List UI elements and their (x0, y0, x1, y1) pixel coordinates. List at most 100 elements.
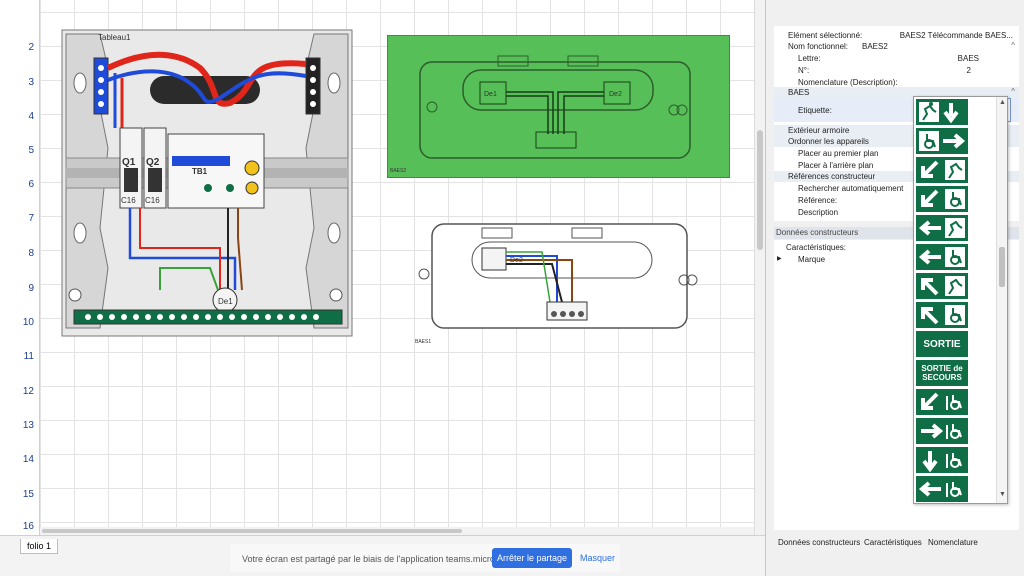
stop-sharing-button[interactable]: Arrêter le partage (492, 548, 572, 568)
collapse-icon[interactable]: ^ (1011, 41, 1015, 50)
prop-section-label: Ordonner les appareils (788, 137, 869, 146)
pictogram-downleft-wheelchair-2[interactable] (916, 389, 968, 415)
prop-key: Référence: (798, 196, 838, 205)
pictogram-text: SORTIE (923, 338, 961, 350)
prop-key: N°: (798, 66, 810, 75)
baes1-label: BAES1 (415, 339, 432, 345)
ruler-label: 14 (22, 454, 34, 465)
prop-key: Marque (798, 255, 826, 264)
prop-key: Rechercher automatiquement (798, 184, 904, 193)
ruler-label: 11 (23, 351, 34, 362)
prop-row-reference[interactable]: Référence: (774, 195, 1019, 206)
ruler-label: 2 (28, 42, 34, 53)
pictogram-wheelchair-right[interactable] (916, 128, 968, 154)
prop-key: Lettre: (798, 54, 821, 63)
prop-key: Nomenclature (Description): (798, 78, 898, 87)
panel-tabs: Données constructeurs Caractéristiques N… (772, 538, 1022, 552)
prop-row-arriere-plan[interactable]: Placer à l'arrière plan (774, 160, 1019, 171)
prop-key: Placer au premier plan (798, 149, 879, 158)
pictogram-upleft-wheelchair[interactable] (916, 302, 968, 328)
prop-value: BAES (957, 54, 979, 63)
baes2-label: BAES2 (390, 168, 407, 174)
pictogram-sortie[interactable]: SORTIE (916, 331, 968, 357)
prop-section-references[interactable]: Références constructeur (774, 171, 1019, 182)
prop-section-ordonner[interactable]: Ordonner les appareils (774, 136, 1019, 147)
q2-label: Q2 (146, 157, 160, 168)
ruler-label: 6 (28, 179, 34, 190)
pictogram-left-wheelchair-2[interactable] (916, 476, 968, 502)
canvas-vertical-scrollbar[interactable] (754, 0, 765, 535)
prop-key: Etiquette: (798, 106, 832, 115)
prop-section-label: Extérieur armoire (788, 126, 850, 135)
folio-tab[interactable]: folio 1 (20, 539, 59, 554)
prop-section-baes[interactable]: BAES ^ (774, 87, 1019, 98)
prop-key: Caractéristiques: (786, 243, 847, 252)
scroll-thumb[interactable] (42, 529, 462, 533)
constr-row-caracteristiques[interactable]: Caractéristiques: (774, 242, 1019, 253)
scroll-down-icon[interactable]: ▼ (999, 491, 1006, 498)
dropdown-scrollbar[interactable]: ▲ ▼ (996, 97, 1007, 503)
prop-row-number[interactable]: N°: 2 (774, 65, 1019, 76)
ruler-label: 3 (28, 77, 34, 88)
prop-row-nomenclature[interactable]: Nomenclature (Description): (774, 77, 1019, 88)
tab-nomenclature[interactable]: Nomenclature (928, 538, 978, 547)
prop-row-premier-plan[interactable]: Placer au premier plan (774, 148, 1019, 159)
tableau-label: Tableau1 (98, 33, 131, 42)
de1-label: De1 (218, 297, 233, 306)
prop-key: Placer à l'arrière plan (798, 161, 874, 170)
ruler-label: 16 (22, 521, 34, 532)
prop-row-selected[interactable]: Elément sélectionné: BAES2 Télécommande … (774, 30, 1019, 41)
prop-section-label: BAES (788, 88, 810, 97)
q1-label: Q1 (122, 157, 136, 168)
vertical-ruler: 2 3 4 5 6 7 8 9 10 11 12 13 14 15 16 (0, 0, 40, 535)
tb1-label: TB1 (192, 167, 208, 176)
c16-label-b: C16 (145, 196, 160, 205)
screen-share-notice-text: Votre écran est partagé par le biais de … (242, 554, 532, 564)
etiquette-dropdown-list[interactable]: SORTIE SORTIE de SECOURS ▲ ▼ (913, 96, 1008, 504)
tab-caracteristiques[interactable]: Caractéristiques (864, 538, 922, 547)
prop-key: Nom fonctionnel: (788, 42, 849, 51)
baes2-drawing[interactable] (418, 52, 693, 162)
pictogram-left-man[interactable] (916, 215, 968, 241)
prop-row-lettre[interactable]: Lettre: BAES (774, 53, 1019, 64)
scroll-thumb[interactable] (999, 247, 1005, 287)
scroll-thumb[interactable] (757, 130, 763, 250)
pictogram-text: SECOURS (922, 373, 962, 382)
ruler-label: 8 (28, 248, 34, 259)
ruler-label: 9 (28, 283, 34, 294)
ruler-label: 7 (28, 213, 34, 224)
pictogram-left-wheelchair[interactable] (916, 244, 968, 270)
bottom-bar: folio 1 Votre écran est partagé par le b… (0, 535, 765, 576)
pictogram-text: SORTIE de (921, 364, 963, 373)
pictogram-downleft-man[interactable] (916, 157, 968, 183)
baes1-drawing[interactable] (412, 222, 702, 332)
constr-row-marque[interactable]: ▶ Marque (774, 254, 1019, 265)
prop-row-rechercher[interactable]: Rechercher automatiquement (774, 183, 1019, 194)
de1-top-label: De1 (484, 91, 497, 98)
canvas-horizontal-scrollbar[interactable] (40, 527, 754, 535)
pictogram-upleft-man[interactable] (916, 273, 968, 299)
tab-donnees-constructeurs[interactable]: Données constructeurs (778, 538, 861, 547)
ruler-label: 13 (22, 420, 34, 431)
prop-key: Elément sélectionné: (788, 31, 863, 40)
prop-section-exterieur[interactable]: Extérieur armoire (774, 125, 1019, 136)
hide-notice-link[interactable]: Masquer (580, 553, 616, 563)
pictogram-sortie-de-secours[interactable]: SORTIE de SECOURS (916, 360, 968, 386)
prop-row-description[interactable]: Description (774, 207, 1019, 218)
ruler-label: 10 (22, 317, 34, 328)
screen-share-notice: Votre écran est partagé par le biais de … (230, 544, 620, 572)
collapse-icon[interactable]: ^ (1011, 87, 1015, 96)
expand-arrow-icon[interactable]: ▶ (777, 256, 782, 262)
prop-row-functional-name[interactable]: Nom fonctionnel: BAES2 ^ (774, 41, 1019, 52)
pictogram-man-down[interactable] (916, 99, 968, 125)
enclosure-drawing[interactable] (60, 28, 355, 338)
scroll-up-icon[interactable]: ▲ (999, 99, 1006, 106)
de2-bottom-label: De2 (510, 257, 523, 264)
pictogram-down-wheelchair[interactable] (916, 447, 968, 473)
prop-value: 2 (966, 66, 971, 75)
pictogram-right-wheelchair[interactable] (916, 418, 968, 444)
pictogram-downleft-wheelchair[interactable] (916, 186, 968, 212)
drawing-canvas[interactable]: 2 3 4 5 6 7 8 9 10 11 12 13 14 15 16 (0, 0, 765, 535)
prop-key: Description (798, 208, 839, 217)
